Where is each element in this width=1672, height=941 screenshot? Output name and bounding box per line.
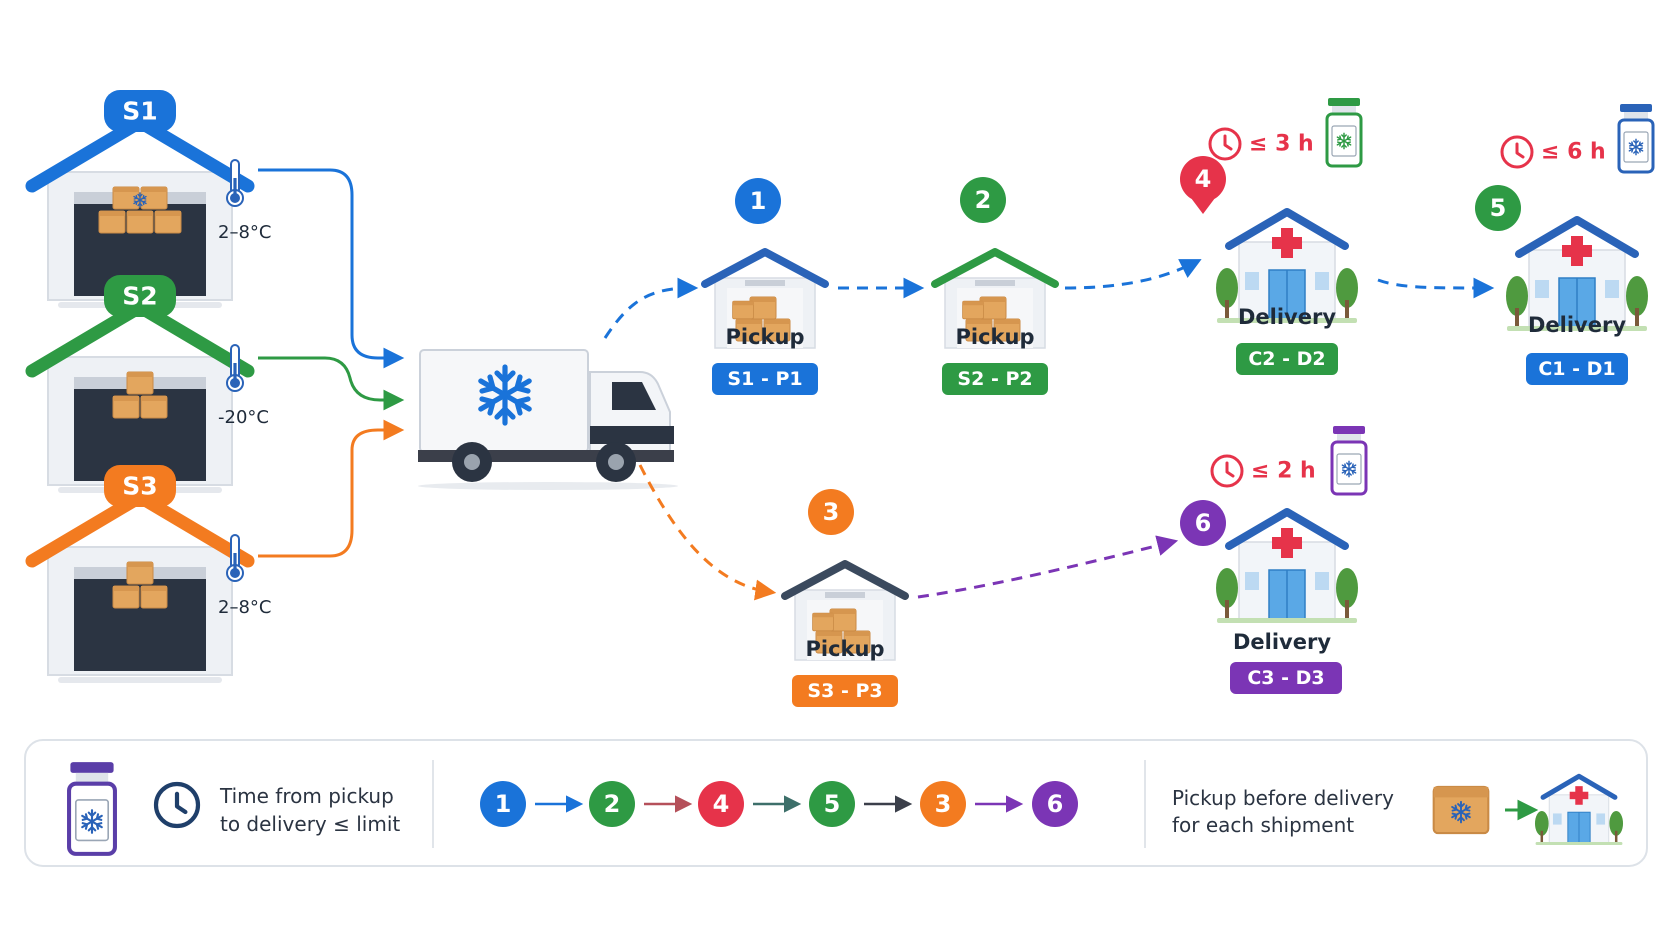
clock-icon <box>1208 127 1242 161</box>
time-limit: ≤ 6 h <box>1541 140 1606 165</box>
stop-number-badge <box>1180 500 1226 546</box>
legend-sequence: 1 2 4 5 3 6 <box>480 781 1078 827</box>
supplier-s2-to-truck-arrow <box>258 356 405 411</box>
sequence-step <box>920 781 966 827</box>
legend-precedence-line1: Pickup before delivery <box>1172 786 1394 810</box>
stop-kind-label: Delivery <box>1238 305 1336 329</box>
vial-icon <box>1325 96 1363 168</box>
stop-number: 4 <box>1195 165 1212 193</box>
legend-precedence-line2: for each shipment <box>1172 813 1354 837</box>
sequence-step-number: 6 <box>1047 790 1064 818</box>
route-truck-to-stop-1 <box>603 277 699 339</box>
supplier-temperature: 2–8°C <box>218 222 271 243</box>
supplier-badge <box>104 90 176 132</box>
sequence-step-number: 4 <box>713 790 730 818</box>
sequence-step-number: 1 <box>495 790 512 818</box>
stop-6-delivery: 6 Delivery C3 - D3 ≤ 2 h <box>1180 424 1368 694</box>
stop-tag <box>942 363 1048 395</box>
stop-number: 5 <box>1490 194 1507 222</box>
stop-pin-badge <box>1180 156 1226 214</box>
supplier-s3-to-truck-arrow <box>258 419 405 558</box>
stop-tag <box>792 675 898 707</box>
stop-tag <box>1236 343 1338 375</box>
route-stop-3-to-stop-6 <box>917 535 1179 599</box>
stop-number-badge <box>1475 185 1521 231</box>
vial-icon <box>1330 424 1368 496</box>
sequence-step-number: 3 <box>935 790 952 818</box>
stop-1-pickup: 1 Pickup S1 - P1 <box>705 178 825 395</box>
stop-tag-label: S3 - P3 <box>807 680 882 702</box>
stop-3-pickup: 3 Pickup S3 - P3 <box>785 489 905 707</box>
clock-icon <box>1210 454 1244 488</box>
stop-tag-label: C3 - D3 <box>1247 667 1324 689</box>
sequence-step <box>809 781 855 827</box>
supplier-temperature: -20°C <box>218 407 269 428</box>
stop-kind-label: Pickup <box>726 325 805 349</box>
supplier-s3: S3 2–8°C <box>32 465 271 683</box>
legend-panel: Time from pickup to delivery ≤ limit 1 2… <box>24 739 1648 867</box>
sequence-step <box>480 781 526 827</box>
supplier-s1: S1 2–8°C <box>32 90 271 308</box>
stop-number-badge <box>808 489 854 535</box>
sequence-step-number: 2 <box>604 790 621 818</box>
stop-tag-label: C1 - D1 <box>1538 358 1615 380</box>
supplier-id: S1 <box>122 97 157 126</box>
vial-icon <box>1617 102 1655 174</box>
stop-tag-label: C2 - D2 <box>1248 348 1325 370</box>
vial-icon <box>69 762 115 854</box>
stop-number-badge <box>960 177 1006 223</box>
legend-time-line2: to delivery ≤ limit <box>220 812 400 836</box>
stop-number: 6 <box>1195 509 1212 537</box>
stop-tag <box>1526 353 1628 385</box>
supplier-temperature: 2–8°C <box>218 597 271 618</box>
legend-time-line1: Time from pickup <box>219 784 394 808</box>
stop-number-badge <box>735 178 781 224</box>
stop-tag <box>712 363 818 395</box>
stop-number: 1 <box>750 187 767 215</box>
stop-tag <box>1230 662 1342 694</box>
supplier-s2: S2 -20°C <box>32 275 269 493</box>
route-stop-4-to-stop-5 <box>1377 277 1495 299</box>
supplier-id: S3 <box>122 472 157 501</box>
clock-icon <box>1500 135 1534 169</box>
stop-kind-label: Delivery <box>1233 630 1331 654</box>
supplier-s1-to-truck-arrow <box>258 168 405 369</box>
sequence-step <box>589 781 635 827</box>
supplier-badge <box>104 275 176 317</box>
package-icon <box>1432 785 1490 835</box>
sequence-step-number: 5 <box>824 790 841 818</box>
stop-4-delivery: 4 Delivery C2 - D2 ≤ 3 h <box>1180 96 1363 375</box>
time-limit: ≤ 3 h <box>1249 132 1314 157</box>
stop-kind-label: Pickup <box>956 325 1035 349</box>
stop-5-delivery: 5 Delivery C1 - D1 ≤ 6 h <box>1475 102 1655 385</box>
supplier-badge <box>104 465 176 507</box>
stop-kind-label: Pickup <box>806 637 885 661</box>
stop-2-pickup: 2 Pickup S2 - P2 <box>935 177 1055 395</box>
refrigerated-truck <box>418 349 678 490</box>
route-stop-2-to-stop-4 <box>1064 259 1202 290</box>
time-limit: ≤ 2 h <box>1251 459 1316 484</box>
supplier-id: S2 <box>122 282 157 311</box>
stop-number: 3 <box>823 498 840 526</box>
stop-tag-label: S2 - P2 <box>957 368 1032 390</box>
sequence-step <box>698 781 744 827</box>
stop-number: 2 <box>975 186 992 214</box>
stop-kind-label: Delivery <box>1528 313 1626 337</box>
stop-tag-label: S1 - P1 <box>727 368 802 390</box>
sequence-step <box>1032 781 1078 827</box>
